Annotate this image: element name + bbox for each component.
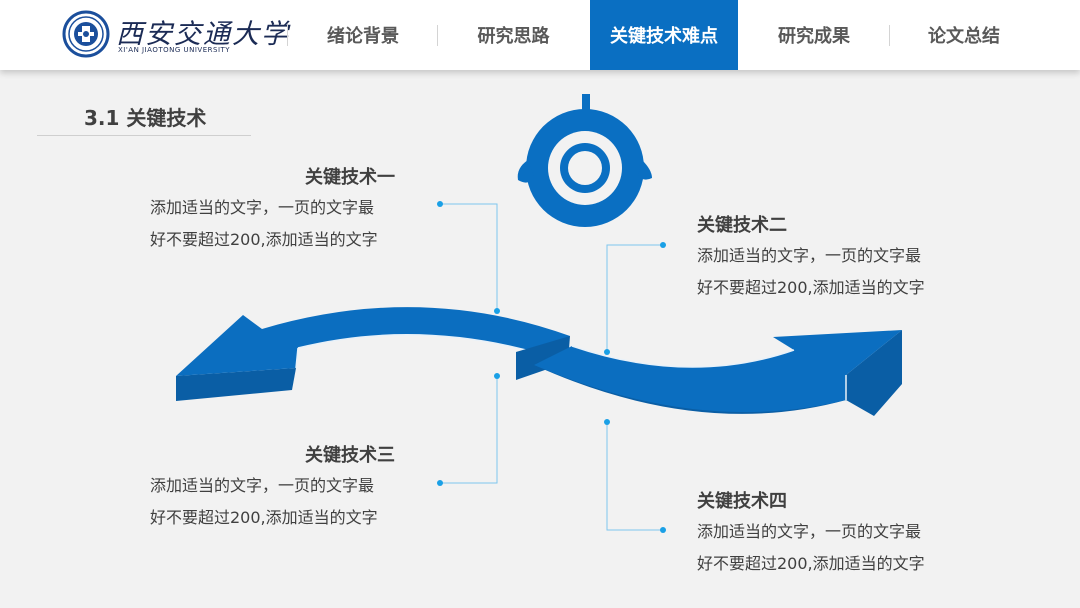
key-point-text: 添加适当的文字，一页的文字最	[697, 246, 922, 265]
key-point-text: 好不要超过200,添加适当的文字	[697, 554, 925, 573]
section-underline	[37, 135, 251, 136]
key-point-text: 好不要超过200,添加适当的文字	[150, 230, 378, 249]
university-emblem-icon	[62, 10, 110, 58]
key-point-text: 添加适当的文字，一页的文字最	[697, 522, 922, 541]
tab-research-approach[interactable]: 研究思路	[477, 26, 550, 47]
university-logo[interactable]: 西安交通大学 XI'AN JIAOTONG UNIVERSITY	[62, 10, 288, 60]
connector-dots	[437, 201, 666, 533]
key-point-text: 好不要超过200,添加适当的文字	[150, 508, 378, 527]
key-point-title: 关键技术四	[697, 491, 787, 512]
key-point-title: 关键技术一	[305, 167, 395, 188]
key-point-text: 添加适当的文字，一页的文字最	[150, 198, 375, 217]
target-ring-icon	[517, 94, 652, 227]
nav-separator	[287, 25, 288, 46]
university-name-en: XI'AN JIAOTONG UNIVERSITY	[118, 46, 231, 54]
tab-key-technical-difficulties[interactable]: 关键技术难点	[590, 0, 738, 70]
tab-introduction[interactable]: 绪论背景	[327, 26, 399, 47]
tab-summary[interactable]: 论文总结	[928, 26, 1000, 47]
key-point-title: 关键技术二	[697, 215, 787, 236]
key-point-title: 关键技术三	[305, 445, 395, 466]
key-point-text: 好不要超过200,添加适当的文字	[697, 278, 925, 297]
section-title: 3.1 关键技术	[84, 106, 207, 130]
connector-lines	[440, 203, 663, 531]
curved-right-arrow	[534, 330, 902, 416]
tab-research-results[interactable]: 研究成果	[778, 26, 850, 47]
university-name: 西安交通大学	[116, 19, 290, 50]
nav-separator	[437, 25, 438, 46]
key-point-text: 添加适当的文字，一页的文字最	[150, 476, 375, 495]
top-navigation-bar: 西安交通大学 XI'AN JIAOTONG UNIVERSITY 绪论背景 研究…	[0, 0, 1080, 70]
nav-separator	[889, 25, 890, 46]
curved-left-arrow	[176, 307, 570, 401]
